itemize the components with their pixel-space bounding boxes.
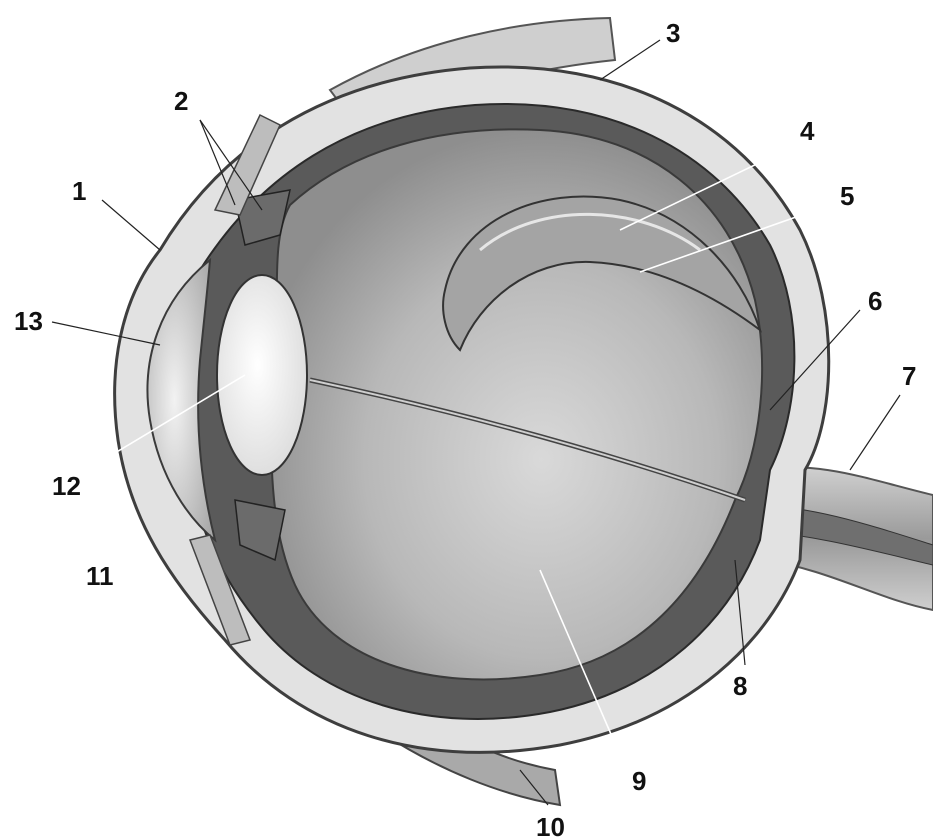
label-6: 6: [868, 286, 882, 316]
label-8: 8: [733, 671, 747, 701]
lens: [217, 275, 307, 475]
label-3: 3: [666, 18, 680, 48]
label-9: 9: [632, 766, 646, 796]
label-1: 1: [72, 176, 86, 206]
label-12: 12: [52, 471, 81, 501]
label-2: 2: [174, 86, 188, 116]
label-7: 7: [902, 361, 916, 391]
label-4: 4: [800, 116, 815, 146]
label-10: 10: [536, 812, 565, 839]
label-5: 5: [840, 181, 854, 211]
label-13: 13: [14, 306, 43, 336]
label-11: 11: [86, 561, 114, 591]
